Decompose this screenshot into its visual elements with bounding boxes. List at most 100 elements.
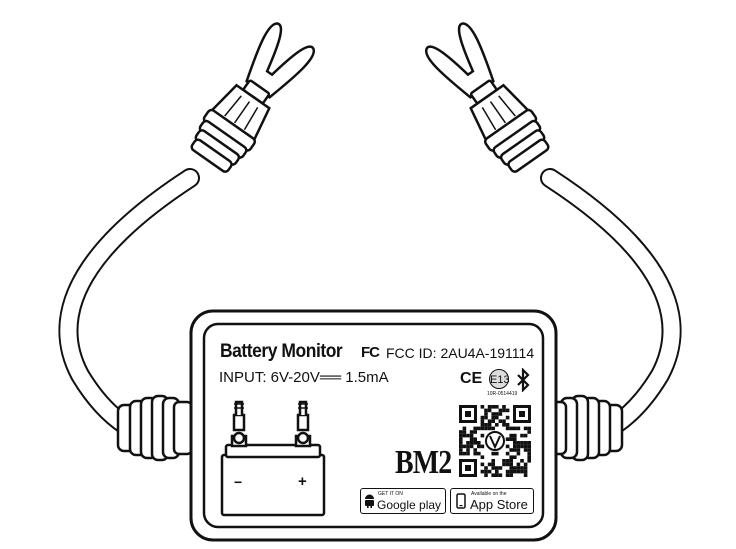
qr-module (487, 405, 492, 409)
qr-module (495, 469, 499, 474)
qr-module (473, 430, 477, 434)
app-store-badge: Available on the App Store (450, 488, 534, 514)
qr-module (487, 469, 492, 474)
qr-module (516, 451, 521, 456)
qr-module (480, 469, 485, 474)
qr-module (480, 423, 485, 427)
qr-module (469, 433, 474, 438)
qr-module (509, 469, 513, 474)
input-rating: INPUT: 6V-20V══ 1.5mA (219, 369, 389, 386)
bluetooth-icon (517, 368, 530, 392)
qr-module (473, 451, 477, 456)
qr-module (527, 451, 531, 456)
qr-module (491, 462, 495, 467)
qr-module (477, 444, 481, 449)
qr-module (495, 412, 499, 416)
qr-module (505, 451, 510, 456)
qr-module (523, 426, 528, 431)
qr-module (498, 473, 503, 477)
qr-module (527, 441, 531, 445)
qr-module (495, 415, 499, 420)
fcc-logo: FC (361, 344, 380, 361)
qr-module (491, 459, 495, 463)
qr-module (484, 469, 488, 474)
qr-module (491, 419, 495, 423)
qr-module (480, 419, 485, 423)
qr-module (509, 426, 513, 431)
qr-module (459, 441, 463, 445)
qr-module (527, 426, 531, 431)
qr-module (523, 473, 528, 477)
qr-module (505, 423, 510, 427)
qr-module (480, 433, 485, 438)
qr-module (498, 408, 503, 413)
qr-module (473, 448, 477, 452)
qr-module (480, 455, 485, 459)
qr-module (459, 444, 463, 449)
qr-module (498, 419, 503, 423)
qr-module (502, 419, 506, 423)
qr-module (505, 459, 510, 463)
qr-module (487, 426, 492, 431)
qr-module (495, 473, 499, 477)
qr-module (505, 408, 510, 413)
qr-module (484, 415, 488, 420)
qr-module (502, 405, 506, 409)
qr-module (459, 448, 463, 452)
qr-module (487, 419, 492, 423)
qr-module (513, 469, 517, 474)
qr-module (520, 469, 524, 474)
qr-module (516, 444, 521, 449)
qr-module (513, 441, 517, 445)
apple-badge-text: App Store (470, 497, 528, 512)
qr-module (527, 459, 531, 463)
qr-module (498, 412, 503, 416)
battery-illustration (220, 400, 326, 517)
qr-module (520, 444, 524, 449)
qr-module (502, 423, 506, 427)
qr-module (466, 444, 470, 449)
qr-code (458, 404, 532, 478)
qr-module (459, 437, 463, 441)
qr-module (484, 408, 488, 413)
qr-module (495, 423, 499, 427)
android-icon (365, 494, 374, 508)
qr-module (469, 437, 474, 441)
battery-plus-label: + (298, 473, 307, 490)
qr-module (516, 441, 521, 445)
ce-mark: CE (460, 370, 483, 387)
e-mark-badge: E13 (489, 369, 510, 389)
qr-module (509, 462, 513, 467)
qr-module (466, 451, 470, 456)
qr-module (527, 455, 531, 459)
qr-module (505, 473, 510, 477)
qr-module (491, 426, 495, 431)
qr-module (480, 426, 485, 431)
qr-module (495, 451, 499, 456)
qr-module (459, 430, 463, 434)
qr-module (513, 433, 517, 438)
qr-module (469, 441, 474, 445)
qr-module (491, 412, 495, 416)
qr-module (527, 444, 531, 449)
qr-module (491, 451, 495, 456)
qr-module (466, 448, 470, 452)
qr-module (502, 462, 506, 467)
right-strain-relief (546, 394, 624, 462)
qr-module (516, 462, 521, 467)
qr-module (523, 462, 528, 467)
qr-module (520, 433, 524, 438)
qr-module (523, 433, 528, 438)
qr-module (509, 448, 513, 452)
qr-module (509, 473, 513, 477)
qr-module (523, 448, 528, 452)
qr-module (513, 426, 517, 431)
qr-module (487, 423, 492, 427)
qr-module (498, 466, 503, 470)
qr-module (484, 473, 488, 477)
qr-module (484, 412, 488, 416)
qr-module (480, 415, 485, 420)
qr-module (495, 466, 499, 470)
qr-module (505, 469, 510, 474)
qr-module (527, 430, 531, 434)
